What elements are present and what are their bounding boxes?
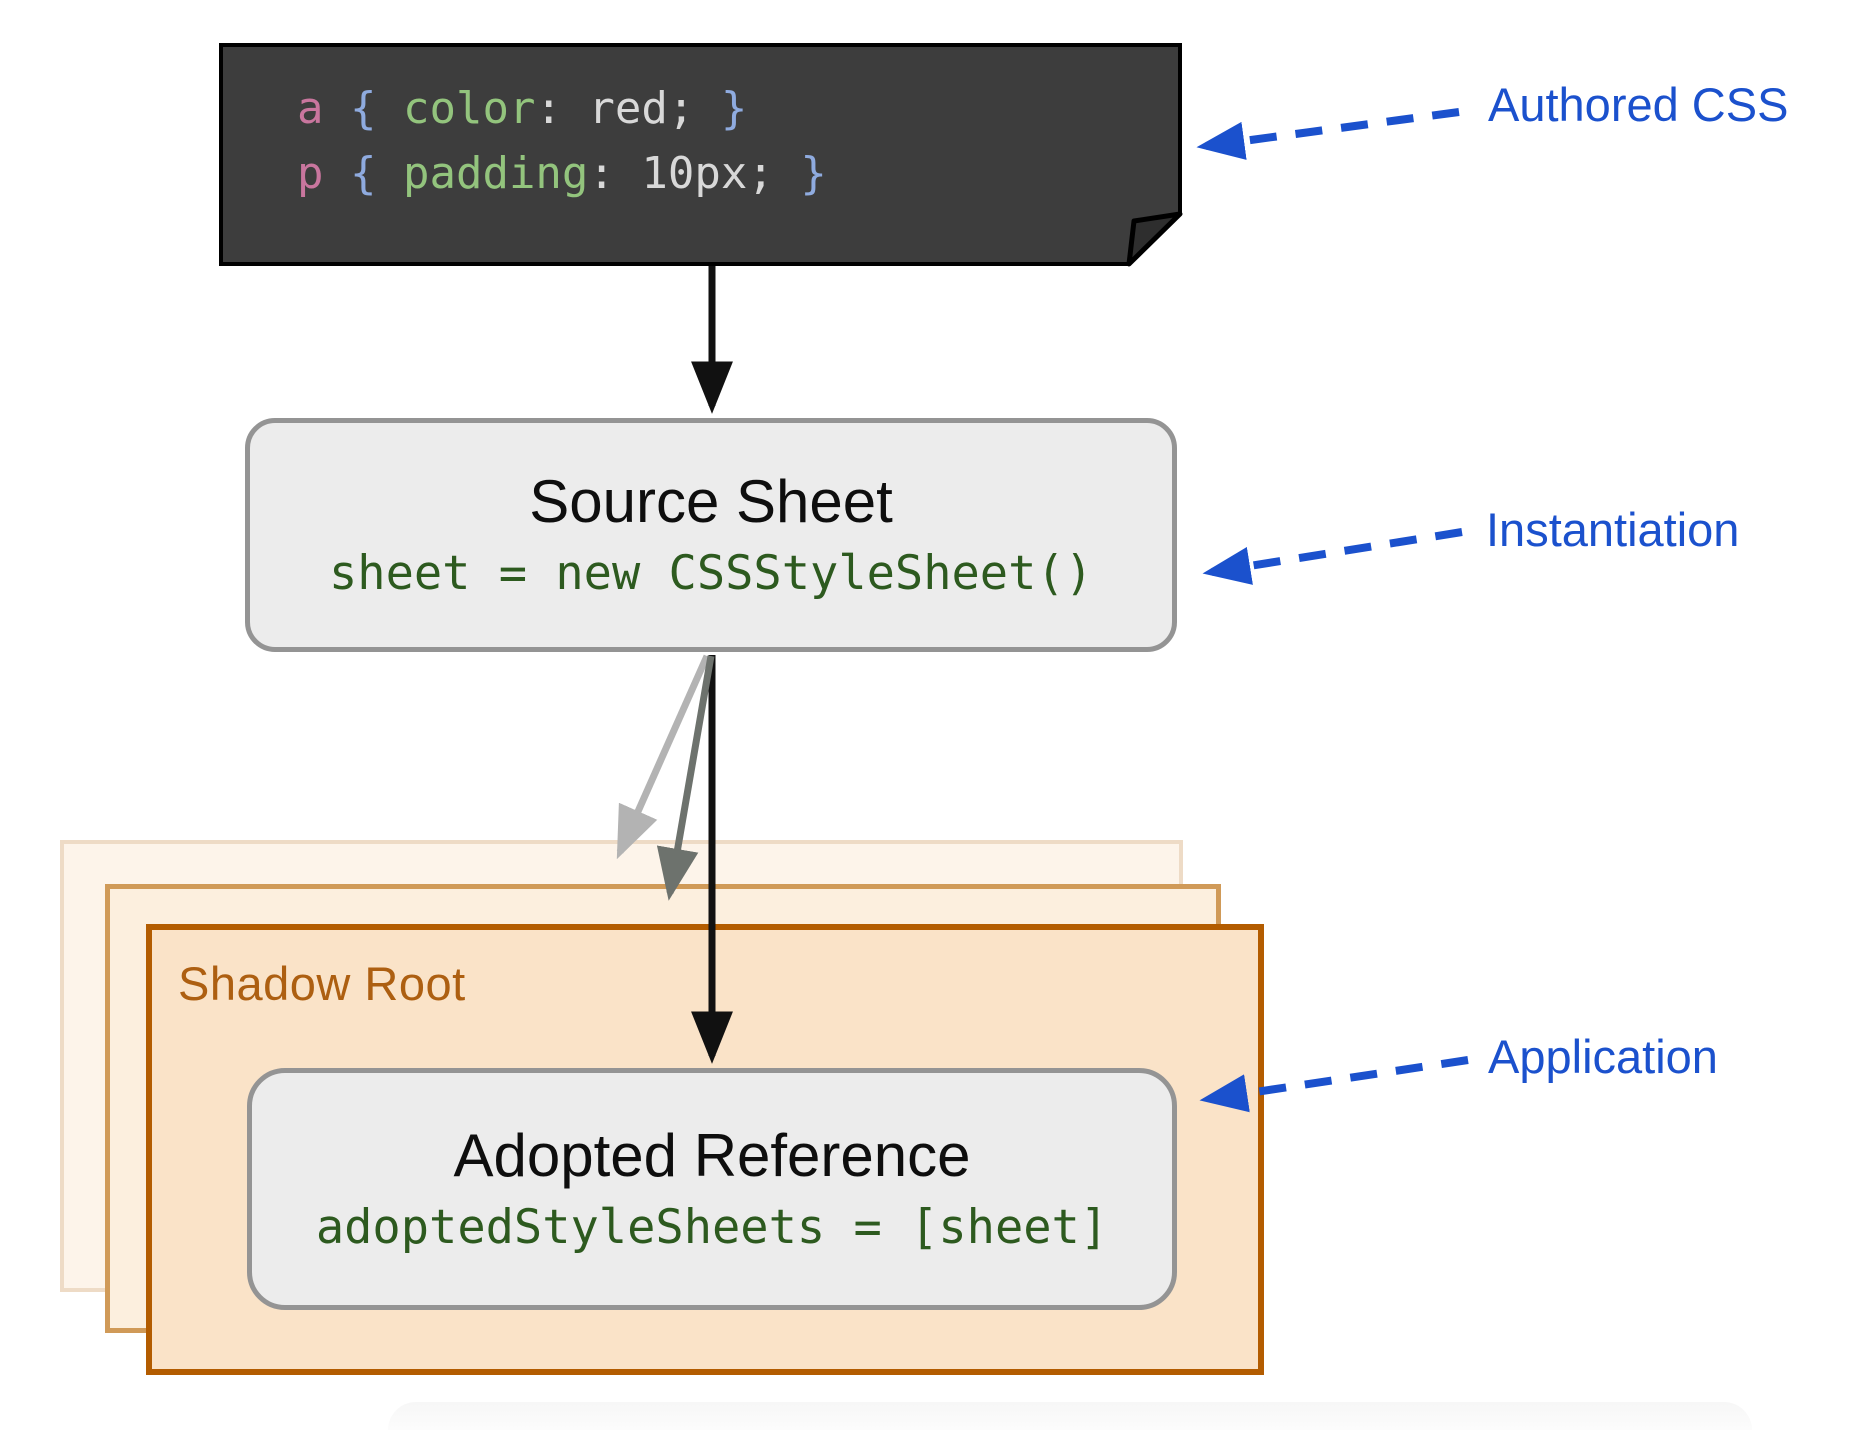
code-token: { <box>323 148 403 199</box>
adopted-reference-title: Adopted Reference <box>453 1122 971 1189</box>
adopted-reference-card: Adopted Reference adoptedStyleSheets = [… <box>247 1068 1177 1310</box>
next-element-hint <box>388 1402 1752 1430</box>
source-sheet-code: sheet = new CSSStyleSheet() <box>328 546 1093 601</box>
code-token: : <box>588 148 642 199</box>
code-token: a <box>297 83 324 134</box>
adopted-reference-code: adoptedStyleSheets = [sheet] <box>315 1200 1109 1255</box>
flow-arrow-source-to-shadow-middle <box>616 654 711 860</box>
code-token: } <box>800 148 827 199</box>
code-token: 10px; <box>641 148 801 199</box>
annotation-label-application: Application <box>1488 1030 1718 1083</box>
code-line-2: p { padding: 10px; } <box>297 141 827 206</box>
code-token: padding <box>402 148 589 199</box>
code-token: } <box>720 83 748 134</box>
code-token: red; <box>588 83 721 134</box>
code-token: : <box>535 83 589 134</box>
source-sheet-title: Source Sheet <box>529 468 893 535</box>
annotation-arrow-authored <box>1196 108 1460 160</box>
authored-css-code: a { color: red; } p { padding: 10px; } <box>297 76 827 206</box>
shadow-root-label: Shadow Root <box>178 957 466 1010</box>
annotation-label-authored-css: Authored CSS <box>1488 78 1789 131</box>
code-token: p <box>297 148 324 199</box>
annotation-label-instantiation: Instantiation <box>1486 503 1740 556</box>
code-line-1: a { color: red; } <box>297 76 827 141</box>
annotation-arrow-instantiation <box>1202 528 1463 585</box>
source-sheet-card: Source Sheet sheet = new CSSStyleSheet() <box>245 418 1177 652</box>
code-token: color <box>402 83 536 134</box>
code-token: { <box>323 83 403 134</box>
page-fold-icon <box>1126 211 1183 267</box>
